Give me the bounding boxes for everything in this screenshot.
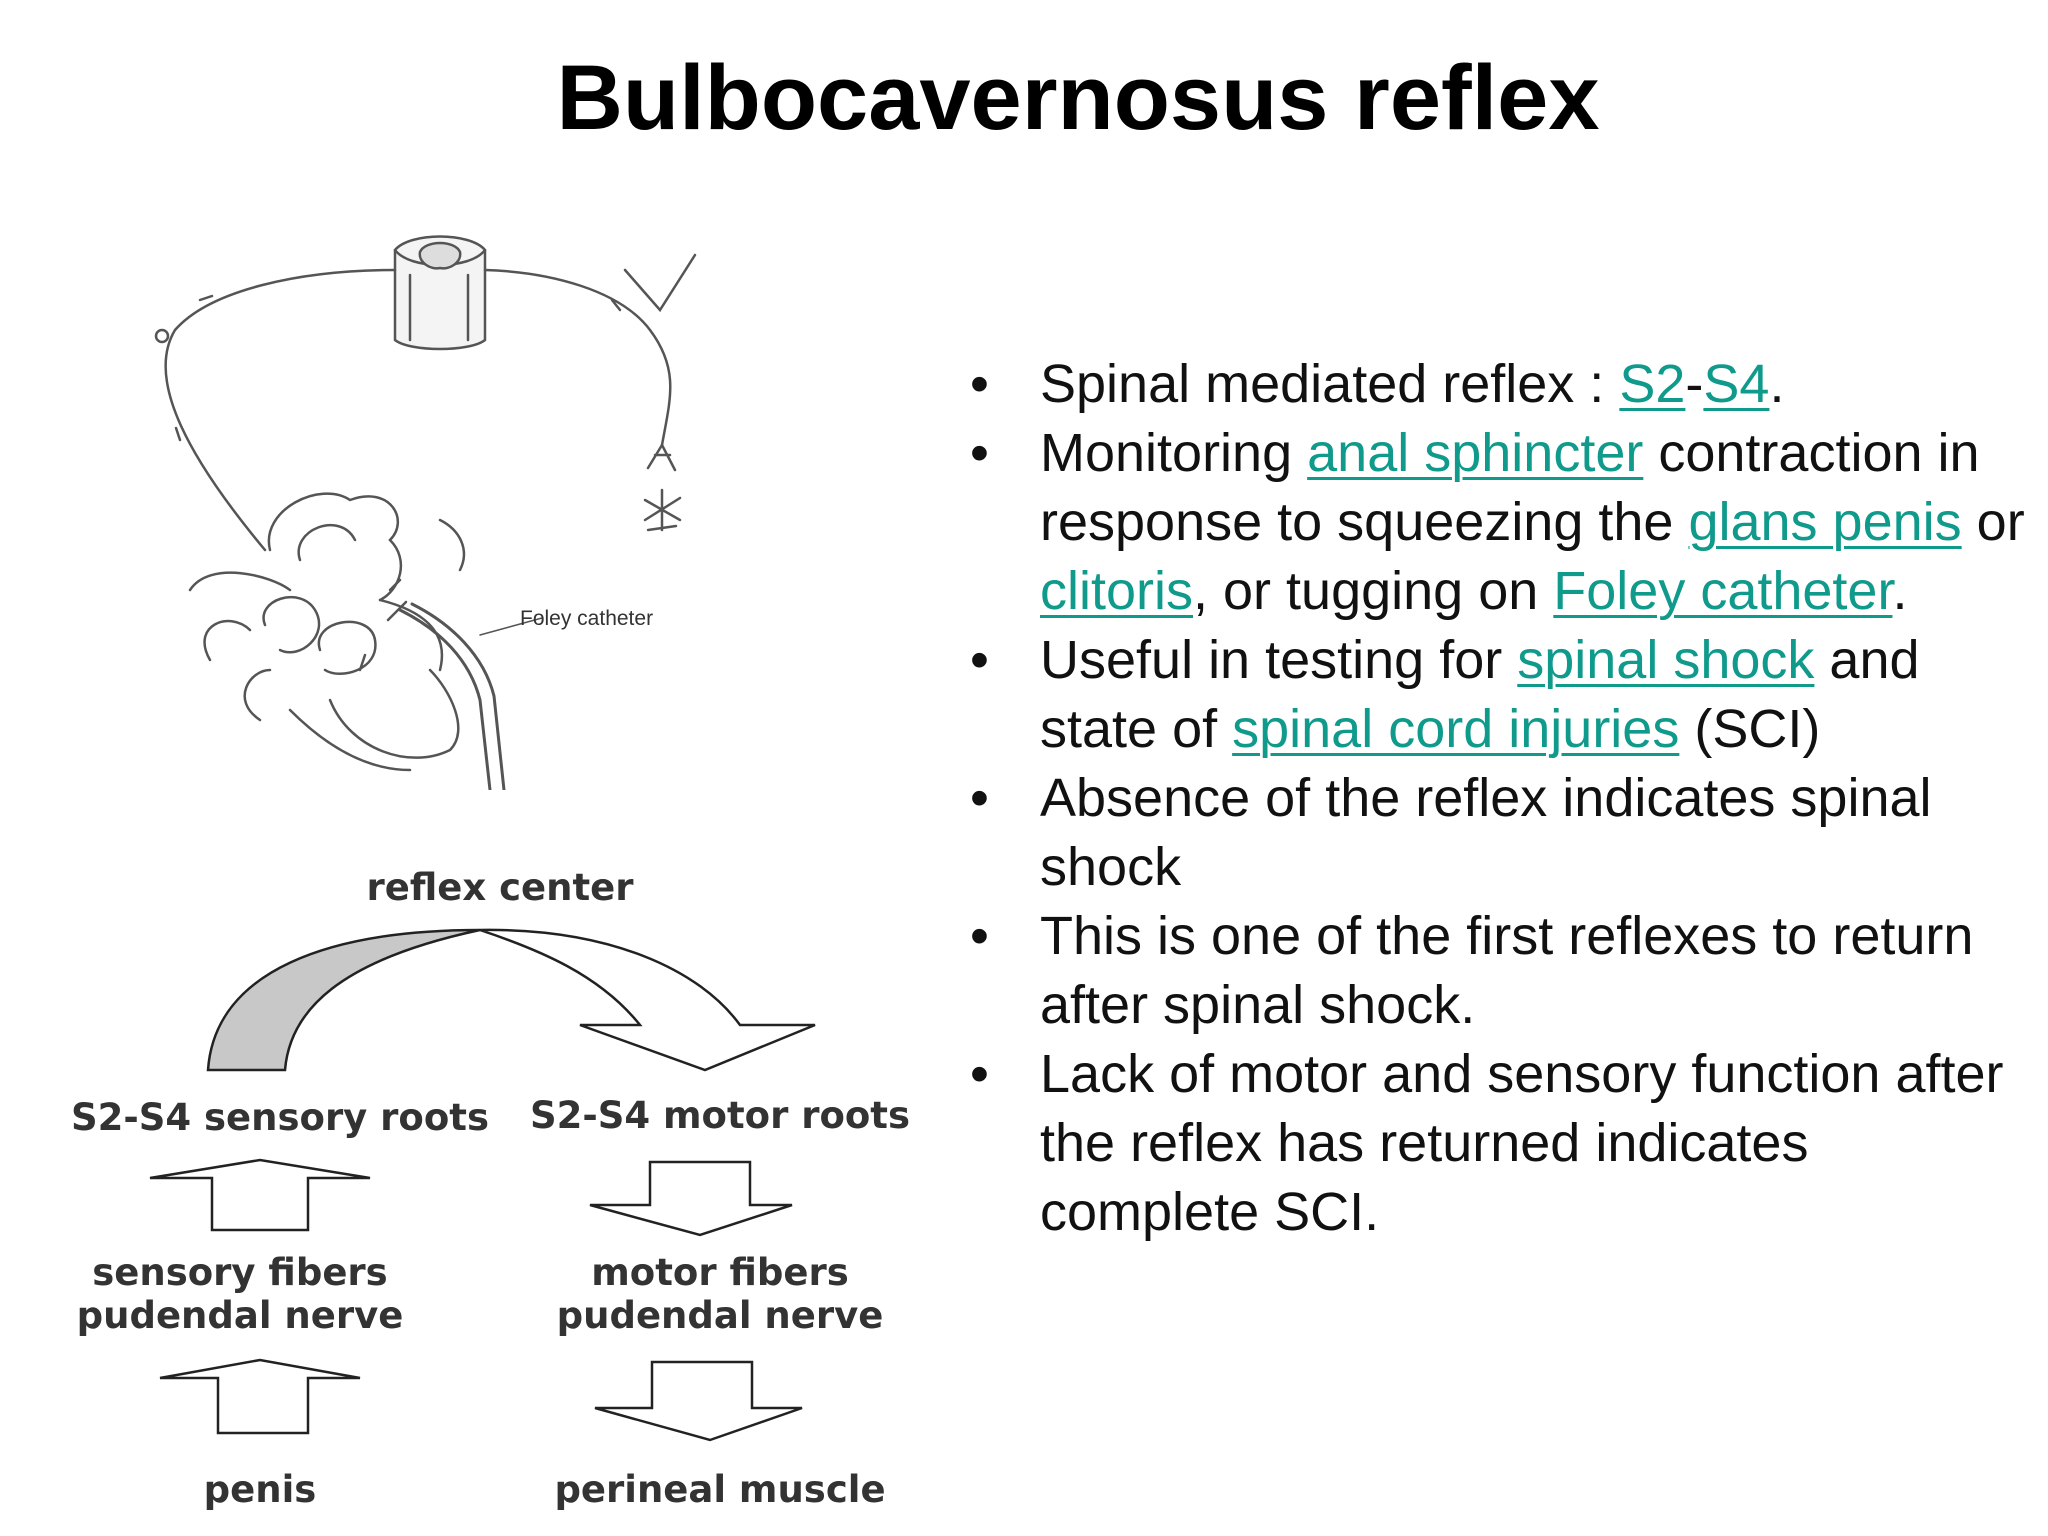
- bullet-item: Useful in testing for spinal shock and s…: [960, 626, 2040, 764]
- bullet-item: Monitoring anal sphincter contraction in…: [960, 419, 2040, 626]
- sensory-pudendal-nerve-label: pudendal nerve: [77, 1294, 404, 1337]
- bullet-text: , or tugging on: [1193, 561, 1554, 621]
- bullet-text: Absence of the reflex indicates spinal s…: [1040, 768, 1932, 897]
- bullet-text: Lack of motor and sensory function after…: [1040, 1044, 2004, 1242]
- link-foley-catheter[interactable]: Foley catheter: [1553, 561, 1893, 621]
- link-s4[interactable]: S4: [1703, 354, 1770, 414]
- motor-roots-label: S2-S4 motor roots: [530, 1094, 910, 1137]
- motor-down-arrow-bottom: [594, 1360, 803, 1442]
- sensory-arc: [206, 928, 481, 1072]
- motor-arc-arrow: [479, 928, 816, 1072]
- sensory-up-arrow-bottom: [159, 1358, 361, 1435]
- motor-fibers-label: motor fibers: [591, 1251, 848, 1294]
- bullet-item: Absence of the reflex indicates spinal s…: [960, 764, 2040, 902]
- bullet-item: Lack of motor and sensory function after…: [960, 1040, 2040, 1247]
- bullet-list: Spinal mediated reflex : S2-S4. Monitori…: [960, 350, 2040, 1247]
- bullet-text: -: [1685, 354, 1704, 414]
- motor-pudendal-nerve-label: pudendal nerve: [557, 1294, 884, 1337]
- penis-label: penis: [204, 1468, 317, 1511]
- bullet-text: Monitoring: [1040, 423, 1308, 483]
- bullet-text: (SCI): [1679, 699, 1821, 759]
- bullet-text: and state of: [1040, 630, 1920, 759]
- link-glans-penis[interactable]: glans penis: [1688, 492, 1962, 552]
- perineal-muscle-label: perineal muscle: [554, 1468, 885, 1511]
- sensory-up-arrow-top: [149, 1158, 371, 1232]
- link-anal-sphincter[interactable]: anal sphincter: [1307, 423, 1644, 483]
- bullet-text: This is one of the first reflexes to ret…: [1040, 906, 1974, 1035]
- foley-catheter-label: Foley catheter: [520, 607, 653, 630]
- link-spinal-cord-injuries[interactable]: spinal cord injuries: [1232, 699, 1680, 759]
- link-clitoris[interactable]: clitoris: [1040, 561, 1194, 621]
- motor-down-arrow-top: [589, 1160, 793, 1237]
- link-spinal-shock[interactable]: spinal shock: [1517, 630, 1815, 690]
- reflex-flow-diagram: reflex center S2-S4 sensory roots S2-S4 …: [71, 866, 910, 1511]
- link-s2[interactable]: S2: [1619, 354, 1686, 414]
- bullet-text: Useful in testing for: [1040, 630, 1518, 690]
- bullet-text: Spinal mediated reflex :: [1040, 354, 1620, 414]
- bullet-item: This is one of the first reflexes to ret…: [960, 902, 2040, 1040]
- slide-title: Bulbocavernosus reflex: [556, 47, 1600, 149]
- bullet-item: Spinal mediated reflex : S2-S4.: [960, 350, 2040, 419]
- sensory-roots-label: S2-S4 sensory roots: [71, 1096, 489, 1139]
- bullet-text: contraction in response to squeezing the: [1040, 423, 1980, 552]
- reflex-arc-illustration: Foley catheter: [154, 235, 697, 790]
- bullet-text: or: [1961, 492, 2025, 552]
- bullet-text: .: [1892, 561, 1908, 621]
- sensory-fibers-label: sensory fibers: [92, 1251, 387, 1294]
- bullet-text: .: [1769, 354, 1785, 414]
- reflex-center-label: reflex center: [366, 866, 634, 909]
